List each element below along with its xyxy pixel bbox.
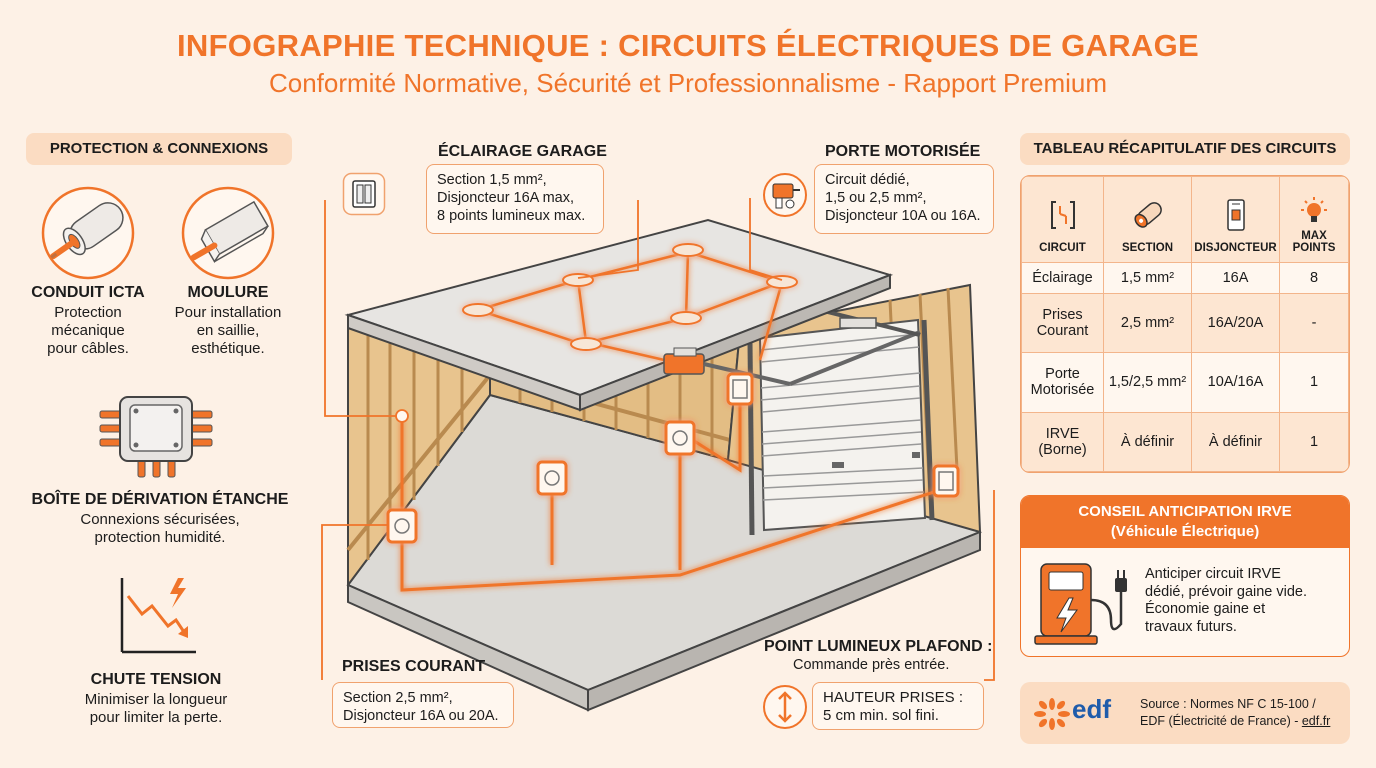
- eclairage-callout-title: ÉCLAIRAGE GARAGE: [438, 143, 607, 160]
- junction-box-icon: [99, 396, 213, 478]
- edf-logo-icon: [1034, 698, 1070, 730]
- circuits-table: CIRCUIT SECTION DISJONCTEU: [1020, 175, 1350, 473]
- header-max-points: MAX POINTS: [1279, 176, 1349, 263]
- header-circuit: CIRCUIT: [1021, 176, 1104, 263]
- moulure-icon: [181, 186, 275, 280]
- header-disjoncteur: DISJONCTEUR: [1191, 176, 1280, 263]
- table-title: TABLEAU RÉCAPITULATIF DES CIRCUITS: [1020, 133, 1350, 165]
- plafond-callout-title: POINT LUMINEUX PLAFOND :: [764, 638, 993, 655]
- eclairage-callout: Section 1,5 mm²,Disjoncteur 16A max,8 po…: [426, 164, 604, 234]
- voltage-drop-icon: [120, 578, 196, 654]
- page-subtitle: Conformité Normative, Sécurité et Profes…: [268, 68, 1108, 98]
- junction-box-description: Connexions sécurisées,protection humidit…: [80, 511, 240, 546]
- source-box: edf Source : Normes NF C 15-100 / EDF (É…: [1020, 682, 1350, 744]
- breaker-icon: [1226, 199, 1245, 231]
- ev-charger-icon: [1034, 563, 1127, 645]
- moulure-title: MOULURE: [187, 284, 269, 301]
- height-arrow-icon: [763, 685, 807, 729]
- light-switch-icon: [342, 172, 386, 216]
- irve-advice-box: CONSEIL ANTICIPATION IRVE (Véhicule Élec…: [1020, 495, 1350, 657]
- garage-motor-icon: [763, 173, 807, 217]
- prises-callout-title: PRISES COURANT: [342, 658, 486, 675]
- junction-box-title: BOÎTE DE DÉRIVATION ÉTANCHE: [31, 491, 289, 508]
- cable-icon: [1133, 202, 1162, 228]
- plafond-callout-subtitle: Commande près entrée.: [793, 657, 950, 673]
- circuit-icon: [1050, 201, 1075, 229]
- lightbulb-icon: [1301, 197, 1327, 222]
- source-text: Source : Normes NF C 15-100 / EDF (Élect…: [1140, 697, 1331, 728]
- edf-link[interactable]: edf.fr: [1301, 714, 1331, 728]
- conduit-icon: [41, 186, 135, 280]
- garage-illustration: [321, 198, 995, 712]
- porte-callout: Circuit dédié,1,5 ou 2,5 mm²,Disjoncteur…: [814, 164, 994, 234]
- header-section: SECTION: [1103, 176, 1192, 263]
- prises-callout: Section 2,5 mm²,Disjoncteur 16A ou 20A.: [332, 682, 514, 728]
- voltage-drop-title: CHUTE TENSION: [90, 671, 222, 688]
- protection-section-title: PROTECTION & CONNEXIONS: [26, 133, 292, 165]
- conduit-title: CONDUIT ICTA: [31, 284, 145, 301]
- edf-logo-text: edf: [1072, 694, 1111, 724]
- hauteur-callout: HAUTEUR PRISES :5 cm min. sol fini.: [812, 682, 984, 730]
- page-title: INFOGRAPHIE TECHNIQUE : CIRCUITS ÉLECTRI…: [176, 28, 1200, 63]
- irve-header: CONSEIL ANTICIPATION IRVE (Véhicule Élec…: [1021, 496, 1349, 548]
- porte-callout-title: PORTE MOTORISÉE: [825, 143, 981, 160]
